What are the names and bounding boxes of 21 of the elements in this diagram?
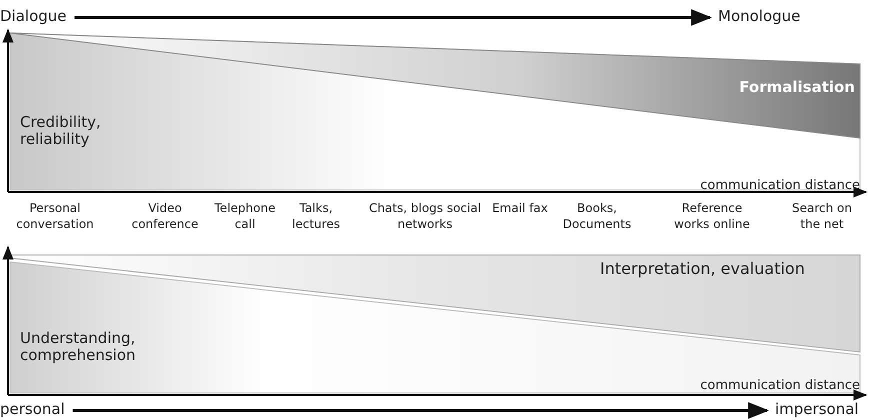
- category-label: Books, Documents: [562, 200, 632, 232]
- axis-end-label: Dialogue: [0, 8, 67, 25]
- arrow: [72, 402, 770, 419]
- axis-label: Understanding, comprehension: [20, 330, 137, 364]
- category-label: Telephone call: [214, 200, 276, 232]
- axis-label: communication distance: [699, 377, 860, 394]
- category-label: Talks, lectures: [291, 200, 341, 232]
- arrow: [74, 9, 712, 26]
- category-label: Reference works online: [673, 200, 751, 232]
- wedge-title: Formalisation: [738, 79, 855, 96]
- category-label: Video conference: [130, 200, 200, 232]
- category-label: Personal conversation: [15, 200, 95, 232]
- category-label: Search on the net: [791, 200, 853, 232]
- axis-label: Credibility, reliability: [20, 114, 102, 148]
- axis-label: communication distance: [699, 177, 860, 194]
- category-label: Chats, blogs social networks: [368, 200, 482, 232]
- category-label: Email fax: [491, 200, 549, 216]
- axis-end-label: impersonal: [775, 401, 859, 418]
- axis-end-label: personal: [0, 401, 65, 418]
- axis-end-label: Monologue: [718, 8, 800, 25]
- wedge-title: Interpretation, evaluation: [600, 260, 806, 277]
